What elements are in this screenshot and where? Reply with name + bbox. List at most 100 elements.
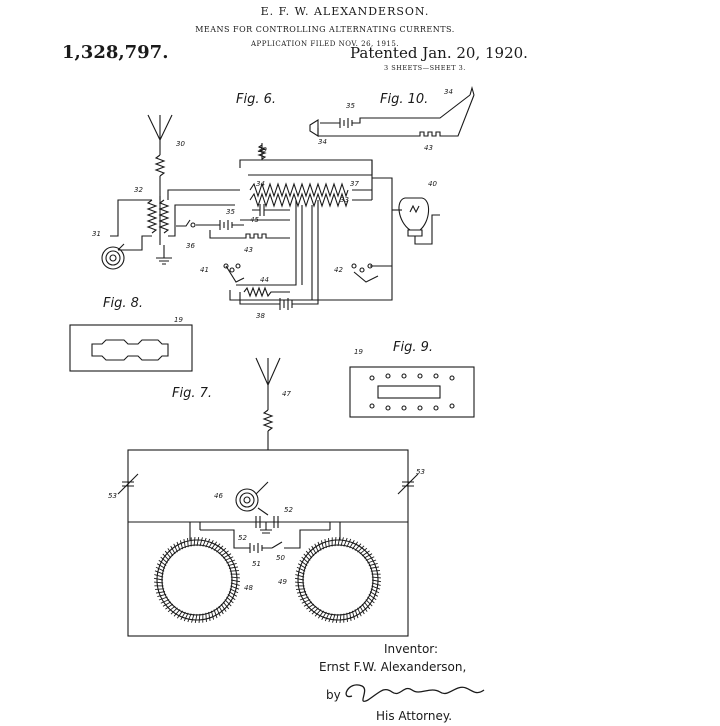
ref-38: 38 xyxy=(256,312,265,320)
toroid-winding xyxy=(371,585,381,590)
toroid-winding xyxy=(371,576,381,579)
toroid-winding xyxy=(296,591,307,594)
ref-48: 48 xyxy=(244,584,253,592)
toroid-winding xyxy=(343,537,348,547)
toroid-winding xyxy=(369,566,380,569)
toroid-winding xyxy=(196,536,200,547)
coil-device-46 xyxy=(235,488,259,512)
toroid-ring xyxy=(156,539,238,621)
fig-10-drawing xyxy=(309,85,475,137)
ref-35: 35 xyxy=(226,208,235,216)
toroid-winding xyxy=(162,601,172,607)
ref-19-fig8: 19 xyxy=(174,316,183,324)
toroid-winding xyxy=(176,610,183,619)
resistance-44 xyxy=(243,286,290,298)
antenna-icon xyxy=(255,357,281,387)
toroid-winding xyxy=(296,566,306,572)
toroid-winding xyxy=(328,538,330,548)
fig-8-drawing xyxy=(69,324,193,372)
toroid-winding xyxy=(359,547,368,555)
ref-34-fig10: 34 xyxy=(318,138,327,146)
toroidal-coil-49 xyxy=(294,536,382,624)
main-coil-33 xyxy=(249,182,349,198)
toroid-winding xyxy=(351,610,356,620)
toroid-winding xyxy=(361,550,370,557)
ref-40: 40 xyxy=(428,180,437,188)
fig-6-drawing xyxy=(101,114,440,310)
toroid-winding xyxy=(173,609,181,617)
toroid-winding xyxy=(361,603,368,612)
variable-capacitor-53-left xyxy=(117,473,139,495)
key-36 xyxy=(176,219,191,227)
ref-19-fig9: 19 xyxy=(354,348,363,356)
ref-52-left: 52 xyxy=(238,534,247,542)
toroid-winding xyxy=(301,556,309,564)
toroid-winding xyxy=(230,582,240,586)
toroid-winding xyxy=(314,609,322,617)
toroid-winding xyxy=(155,588,165,590)
toroid-winding xyxy=(230,579,241,583)
fig-10-label: Fig. 10. xyxy=(380,92,429,107)
toroid-winding xyxy=(173,543,178,553)
application-filed: APPLICATION FILED NOV. 26, 1915. xyxy=(250,40,400,48)
toroid-winding xyxy=(205,612,207,622)
toroid-winding xyxy=(170,545,176,555)
ref-34-fig10-top: 34 xyxy=(444,88,453,96)
ref-34: 34 xyxy=(256,180,265,188)
toroid-winding xyxy=(334,537,337,547)
toroid-winding xyxy=(154,570,164,575)
toroid-winding xyxy=(367,559,377,564)
toroid-winding xyxy=(365,556,375,561)
fig-6-label: Fig. 6. xyxy=(236,92,277,107)
toroid-winding xyxy=(179,540,184,550)
ref-30: 30 xyxy=(176,140,185,148)
toroid-winding xyxy=(311,607,319,615)
toroid-winding xyxy=(160,556,168,564)
transformer-primary xyxy=(146,199,158,234)
toroid-winding xyxy=(359,605,365,615)
ref-51: 51 xyxy=(252,560,261,568)
toroid-winding xyxy=(305,550,313,559)
toroid-winding xyxy=(296,588,306,590)
battery-51 xyxy=(240,543,272,553)
ref-47: 47 xyxy=(282,390,291,398)
toroid-winding xyxy=(328,613,333,623)
ref-43: 43 xyxy=(244,246,253,254)
toroid-winding xyxy=(337,536,341,547)
toroid-winding xyxy=(335,613,339,624)
antenna-icon xyxy=(147,114,173,142)
toroid-winding xyxy=(363,553,373,559)
telephone-receiver-icon xyxy=(309,119,319,137)
toroid-winding xyxy=(294,577,305,581)
patent-title: MEANS FOR CONTROLLING ALTERNATING CURREN… xyxy=(195,25,455,34)
ref-45: 45 xyxy=(250,216,259,224)
ref-46: 46 xyxy=(214,492,223,500)
toroid-winding xyxy=(299,596,309,601)
toroid-winding xyxy=(298,593,308,598)
toroid-winding xyxy=(154,574,164,578)
variable-capacitor-53-right xyxy=(397,473,419,495)
toroid-ring xyxy=(297,539,379,621)
toroid-winding xyxy=(213,609,218,619)
toroid-winding xyxy=(191,613,195,623)
toroid-winding xyxy=(354,543,362,551)
toroid-winding xyxy=(220,603,227,612)
toroid-winding xyxy=(340,537,344,547)
toroid-winding xyxy=(153,577,164,581)
toroid-winding xyxy=(183,538,186,549)
toroid-winding xyxy=(346,612,348,622)
toroidal-coil-48 xyxy=(153,536,241,624)
toroid-winding xyxy=(297,563,307,569)
toroid-winding xyxy=(180,611,186,621)
ref-33: 33 xyxy=(340,196,349,204)
battery-35 xyxy=(196,220,244,230)
ref-44: 44 xyxy=(260,276,269,284)
toroid-winding xyxy=(210,610,215,620)
toroid-winding xyxy=(194,613,198,624)
attorney-label: His Attorney. xyxy=(376,709,453,723)
toroid-winding xyxy=(228,591,238,597)
patent-number: 1,328,797. xyxy=(62,42,169,63)
toroid-winding xyxy=(363,601,371,610)
toroid-winding xyxy=(158,596,168,601)
toroid-winding xyxy=(368,562,378,567)
